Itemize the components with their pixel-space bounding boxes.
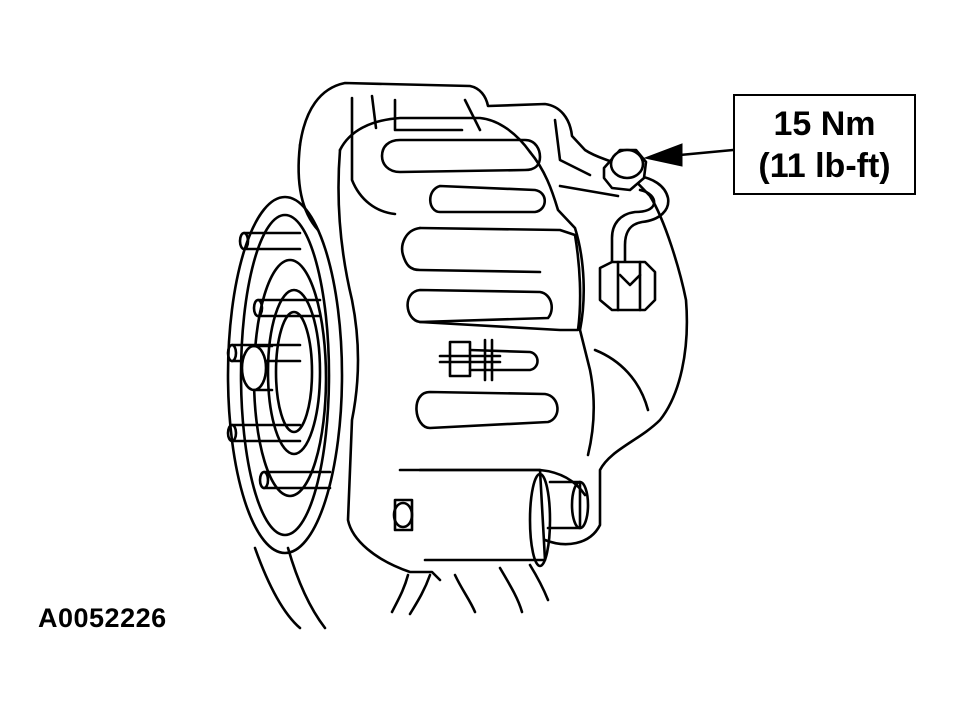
brake-line-fitting [598, 260, 657, 312]
hub-center [240, 344, 274, 392]
brake-line [610, 174, 670, 264]
figure-id: A0052226 [38, 603, 167, 633]
torque-imperial-label: (11 lb-ft) [758, 146, 891, 185]
guide-pin-upper [392, 498, 414, 532]
guide-pin-sleeve [418, 468, 590, 568]
callout-leader-arrow [643, 143, 735, 167]
caliper-body [297, 81, 689, 582]
torque-metric-label: 15 Nm [773, 104, 876, 143]
brake-rotor-hub [226, 195, 344, 630]
bleeder-screw [602, 148, 648, 192]
caliper-slots [380, 138, 582, 430]
knuckle-lower [390, 563, 550, 616]
torque-spec-callout: 15 Nm (11 lb-ft) [733, 94, 916, 195]
